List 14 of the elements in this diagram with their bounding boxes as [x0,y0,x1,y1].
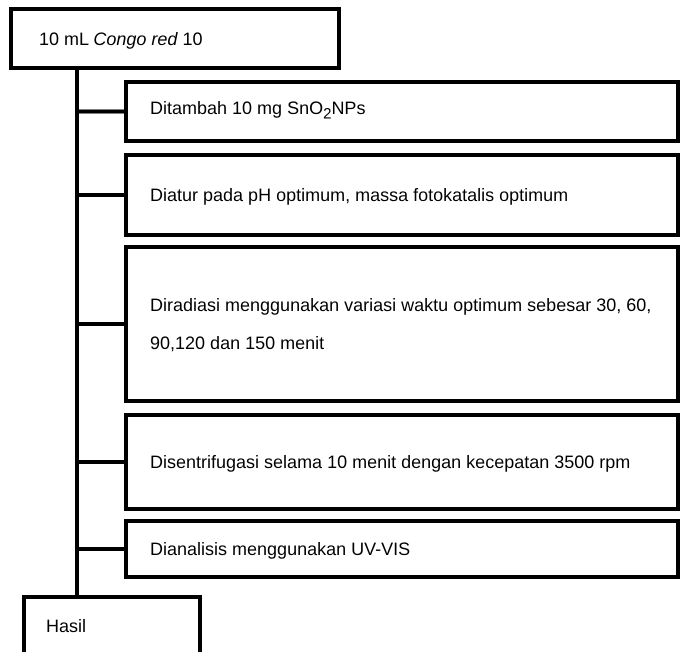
step-text: Hasil [46,615,86,638]
step-box [124,413,680,511]
step-text: 10 mL Congo red 10 [39,28,202,51]
step-box [22,595,202,652]
step-box [124,80,680,143]
step-box [124,245,680,403]
step-text: Diradiasi menggunakan variasi waktu optimum sebesar 30, 60, 90,120 dan 150 menit [150,294,652,355]
step-text: Disentrifugasi selama 10 menit dengan kecepatan 3500 rpm [150,451,630,474]
step-box [124,519,680,579]
step-text: Ditambah 10 mg SnO$_{2}$NPs [150,97,366,125]
step-box [9,7,341,70]
step-text: Diatur pada pH optimum, massa fotokatalis optimum [150,184,568,207]
step-text: Dianalisis menggunakan UV-VIS [150,538,410,561]
step-box [124,153,680,237]
